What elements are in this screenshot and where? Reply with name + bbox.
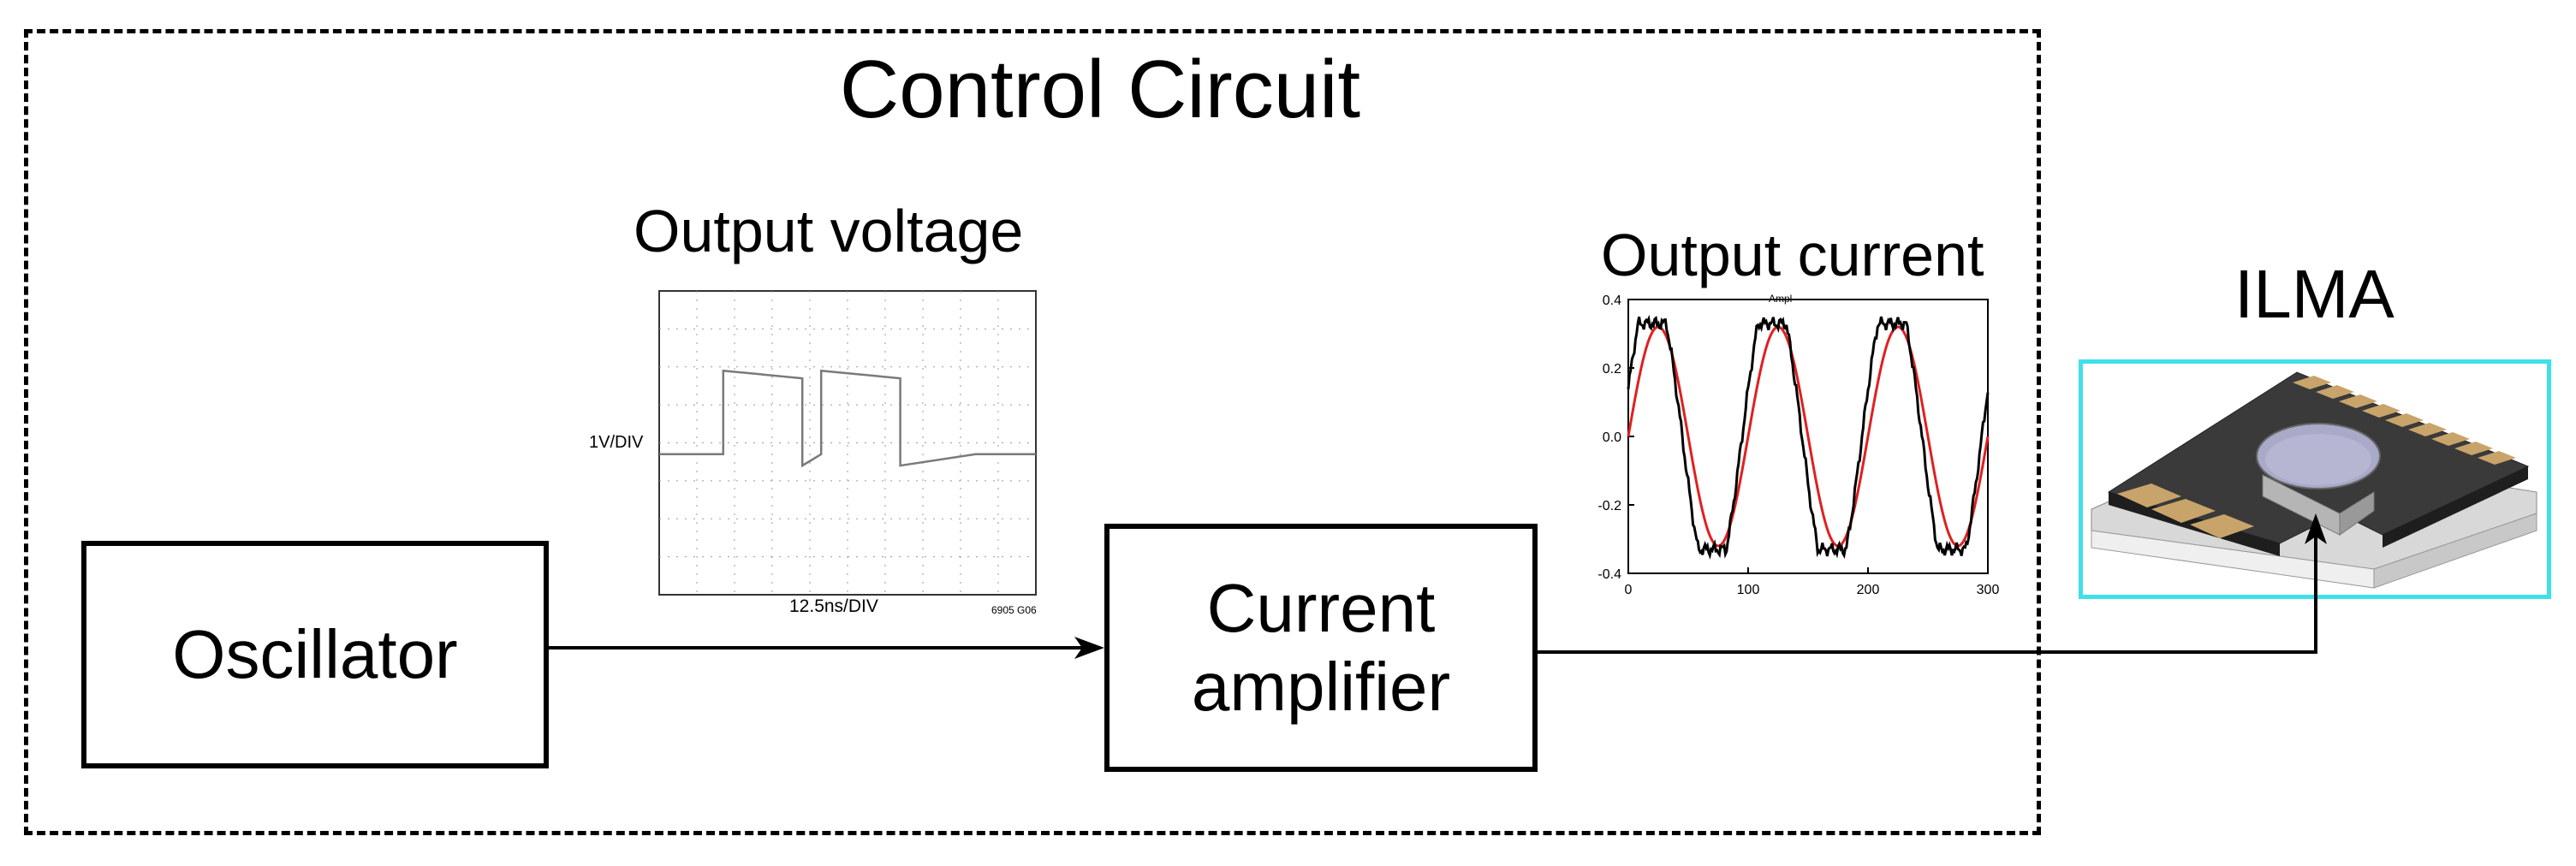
current-series-1 (1627, 314, 1990, 560)
current-plot-series (1627, 314, 1990, 560)
xtick-label: 300 (1977, 583, 2000, 597)
current-series-0 (1627, 325, 1990, 548)
ytick-label: 0.0 (1603, 430, 1621, 445)
ilma-device-illustration (2091, 371, 2537, 589)
scope-code: 6905 G06 (991, 604, 1037, 616)
xtick-label: 0 (1625, 583, 1633, 597)
arrow-to-ilma (2305, 513, 2327, 544)
oscillator-block[interactable]: Oscillator (81, 541, 549, 768)
current-legend: Ampl (1769, 293, 1792, 305)
scope-time-label: 12.5ns/DIV (789, 596, 878, 616)
xtick-label: 100 (1737, 583, 1760, 597)
ilma-label: ILMA (2234, 256, 2395, 332)
current-amplifier-block[interactable]: Current amplifier (1104, 524, 1538, 772)
scope-grid (659, 291, 1036, 595)
scope-volt-label: 1V/DIV (589, 433, 644, 452)
oscilloscope-plot: 1V/DIV 12.5ns/DIV 6905 G06 (589, 290, 1037, 616)
amplifier-label-line1: Current (1206, 570, 1436, 646)
xtick-label: 200 (1857, 583, 1880, 597)
current-plot-ticks: 0.4 0.2 0.0 -0.2 -0.4 0 100 200 300 (1597, 294, 1999, 597)
current-plot-title: Output current (1601, 222, 1984, 288)
ytick-label: 0.2 (1603, 362, 1621, 377)
control-circuit-title: Control Circuit (839, 44, 1361, 135)
scope-title: Output voltage (634, 198, 1024, 264)
arrow-to-amplifier (1074, 637, 1104, 659)
ytick-label: 0.4 (1603, 294, 1621, 308)
ytick-label: -0.4 (1597, 567, 1621, 582)
ytick-label: -0.2 (1597, 499, 1621, 513)
oscillator-label: Oscillator (172, 616, 458, 692)
scope-trace (659, 369, 1036, 468)
scope-waveform (659, 369, 1036, 468)
ilma-device-frame (2079, 359, 2551, 599)
control-circuit-frame (24, 29, 2041, 835)
amplifier-label-line2: amplifier (1191, 649, 1451, 725)
current-plot: Ampl 0.4 0.2 0.0 -0.2 -0.4 0 100 200 300 (1597, 293, 1999, 597)
